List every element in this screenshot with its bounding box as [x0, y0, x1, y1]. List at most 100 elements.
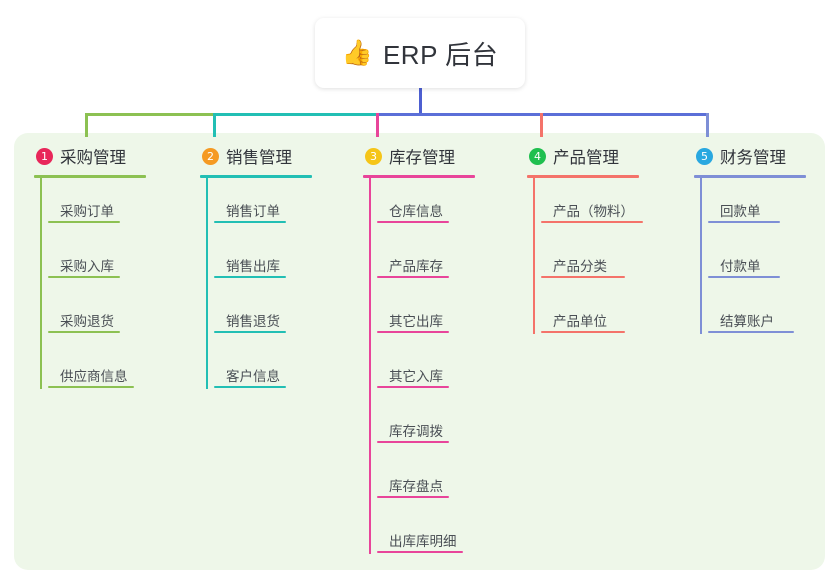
column-header-rule	[34, 175, 146, 178]
leaf-item[interactable]: 采购退货	[48, 288, 146, 343]
leaf-item-label: 采购订单	[60, 204, 114, 219]
column-spine	[40, 178, 42, 389]
leaf-item-rule	[214, 331, 286, 333]
leaf-item-label: 产品单位	[553, 314, 607, 329]
leaf-item[interactable]: 付款单	[708, 233, 806, 288]
leaf-item[interactable]: 销售订单	[214, 178, 312, 233]
column-header-4[interactable]: 4 产品管理	[527, 143, 639, 169]
segment-col1-col2	[85, 113, 213, 116]
leaf-item-label: 销售出库	[226, 259, 280, 274]
column-items: 仓库信息产品库存其它出库其它入库库存调拨库存盘点出库库明细	[363, 178, 475, 563]
column-title: 销售管理	[226, 149, 292, 167]
root-title: ERP 后台	[382, 39, 499, 70]
leaf-item-label: 回款单	[720, 204, 761, 219]
leaf-item-label: 其它入库	[389, 369, 443, 384]
leaf-item-label: 库存盘点	[389, 479, 443, 494]
leaf-item[interactable]: 回款单	[708, 178, 806, 233]
leaf-item-rule	[377, 276, 449, 278]
number-badge-icon: 3	[365, 147, 382, 165]
leaf-item-label: 付款单	[720, 259, 761, 274]
leaf-item-rule	[708, 276, 780, 278]
leaf-item-label: 产品库存	[389, 259, 443, 274]
leaf-item[interactable]: 产品单位	[541, 288, 639, 343]
stem-col4	[540, 113, 543, 137]
number-badge-icon: 1	[36, 147, 53, 165]
leaf-item[interactable]: 销售退货	[214, 288, 312, 343]
leaf-item-rule	[377, 221, 449, 223]
leaf-item-label: 其它出库	[389, 314, 443, 329]
column-header-rule	[527, 175, 639, 178]
number-badge-icon: 4	[529, 147, 546, 165]
leaf-item-rule	[708, 331, 794, 333]
leaf-item-rule	[48, 221, 120, 223]
column-5: 5 财务管理回款单付款单结算账户	[694, 143, 806, 343]
leaf-item[interactable]: 库存盘点	[377, 453, 475, 508]
column-2: 2 销售管理销售订单销售出库销售退货客户信息	[200, 143, 312, 398]
leaf-item[interactable]: 库存调拨	[377, 398, 475, 453]
column-items: 产品（物料）产品分类产品单位	[527, 178, 643, 343]
stem-col5	[706, 113, 709, 137]
leaf-item[interactable]: 供应商信息	[48, 343, 146, 398]
root-node[interactable]: 👍 ERP 后台	[315, 18, 525, 88]
stem-col3	[376, 113, 379, 137]
leaf-item-rule	[48, 331, 120, 333]
leaf-item[interactable]: 产品分类	[541, 233, 639, 288]
leaf-item[interactable]: 销售出库	[214, 233, 312, 288]
root-stem	[419, 85, 422, 115]
thumbs-up-icon: 👍	[341, 38, 373, 67]
leaf-item-rule	[214, 276, 286, 278]
leaf-item-rule	[708, 221, 780, 223]
leaf-item-rule	[377, 331, 449, 333]
leaf-item-rule	[214, 386, 286, 388]
leaf-item-label: 出库库明细	[389, 534, 457, 549]
leaf-item-label: 供应商信息	[60, 369, 128, 384]
leaf-item[interactable]: 采购入库	[48, 233, 146, 288]
column-items: 销售订单销售出库销售退货客户信息	[200, 178, 312, 398]
leaf-item-rule	[541, 276, 625, 278]
column-spine	[369, 178, 371, 554]
column-header-rule	[200, 175, 312, 178]
leaf-item-label: 采购退货	[60, 314, 114, 329]
leaf-item-rule	[214, 221, 286, 223]
leaf-item[interactable]: 结算账户	[708, 288, 806, 343]
leaf-item[interactable]: 产品库存	[377, 233, 475, 288]
leaf-item-rule	[48, 276, 120, 278]
leaf-item[interactable]: 其它入库	[377, 343, 475, 398]
leaf-item[interactable]: 仓库信息	[377, 178, 475, 233]
column-items: 采购订单采购入库采购退货供应商信息	[34, 178, 146, 398]
leaf-item[interactable]: 客户信息	[214, 343, 312, 398]
column-header-5[interactable]: 5 财务管理	[694, 143, 806, 169]
column-spine	[700, 178, 702, 334]
leaf-item-rule	[48, 386, 134, 388]
segment-col2-col3	[213, 113, 376, 116]
column-title: 财务管理	[720, 149, 786, 167]
leaf-item-label: 仓库信息	[389, 204, 443, 219]
column-items: 回款单付款单结算账户	[694, 178, 806, 343]
leaf-item[interactable]: 其它出库	[377, 288, 475, 343]
number-badge-icon: 2	[202, 147, 219, 165]
column-header-rule	[363, 175, 475, 178]
leaf-item-rule	[377, 441, 449, 443]
leaf-item-rule	[541, 331, 625, 333]
leaf-item-rule	[541, 221, 643, 223]
leaf-item-label: 库存调拨	[389, 424, 443, 439]
leaf-item[interactable]: 产品（物料）	[541, 178, 643, 233]
column-title: 产品管理	[553, 149, 619, 167]
leaf-item-label: 销售退货	[226, 314, 280, 329]
number-badge-icon: 5	[696, 147, 713, 165]
leaf-item-label: 销售订单	[226, 204, 280, 219]
stem-col2	[213, 113, 216, 137]
column-header-2[interactable]: 2 销售管理	[200, 143, 312, 169]
column-4: 4 产品管理产品（物料）产品分类产品单位	[527, 143, 643, 343]
column-header-rule	[694, 175, 806, 178]
leaf-item-rule	[377, 386, 449, 388]
leaf-item[interactable]: 采购订单	[48, 178, 146, 233]
leaf-item-label: 客户信息	[226, 369, 280, 384]
leaf-item[interactable]: 出库库明细	[377, 508, 475, 563]
leaf-item-label: 结算账户	[720, 314, 774, 329]
stem-col1	[85, 113, 88, 137]
